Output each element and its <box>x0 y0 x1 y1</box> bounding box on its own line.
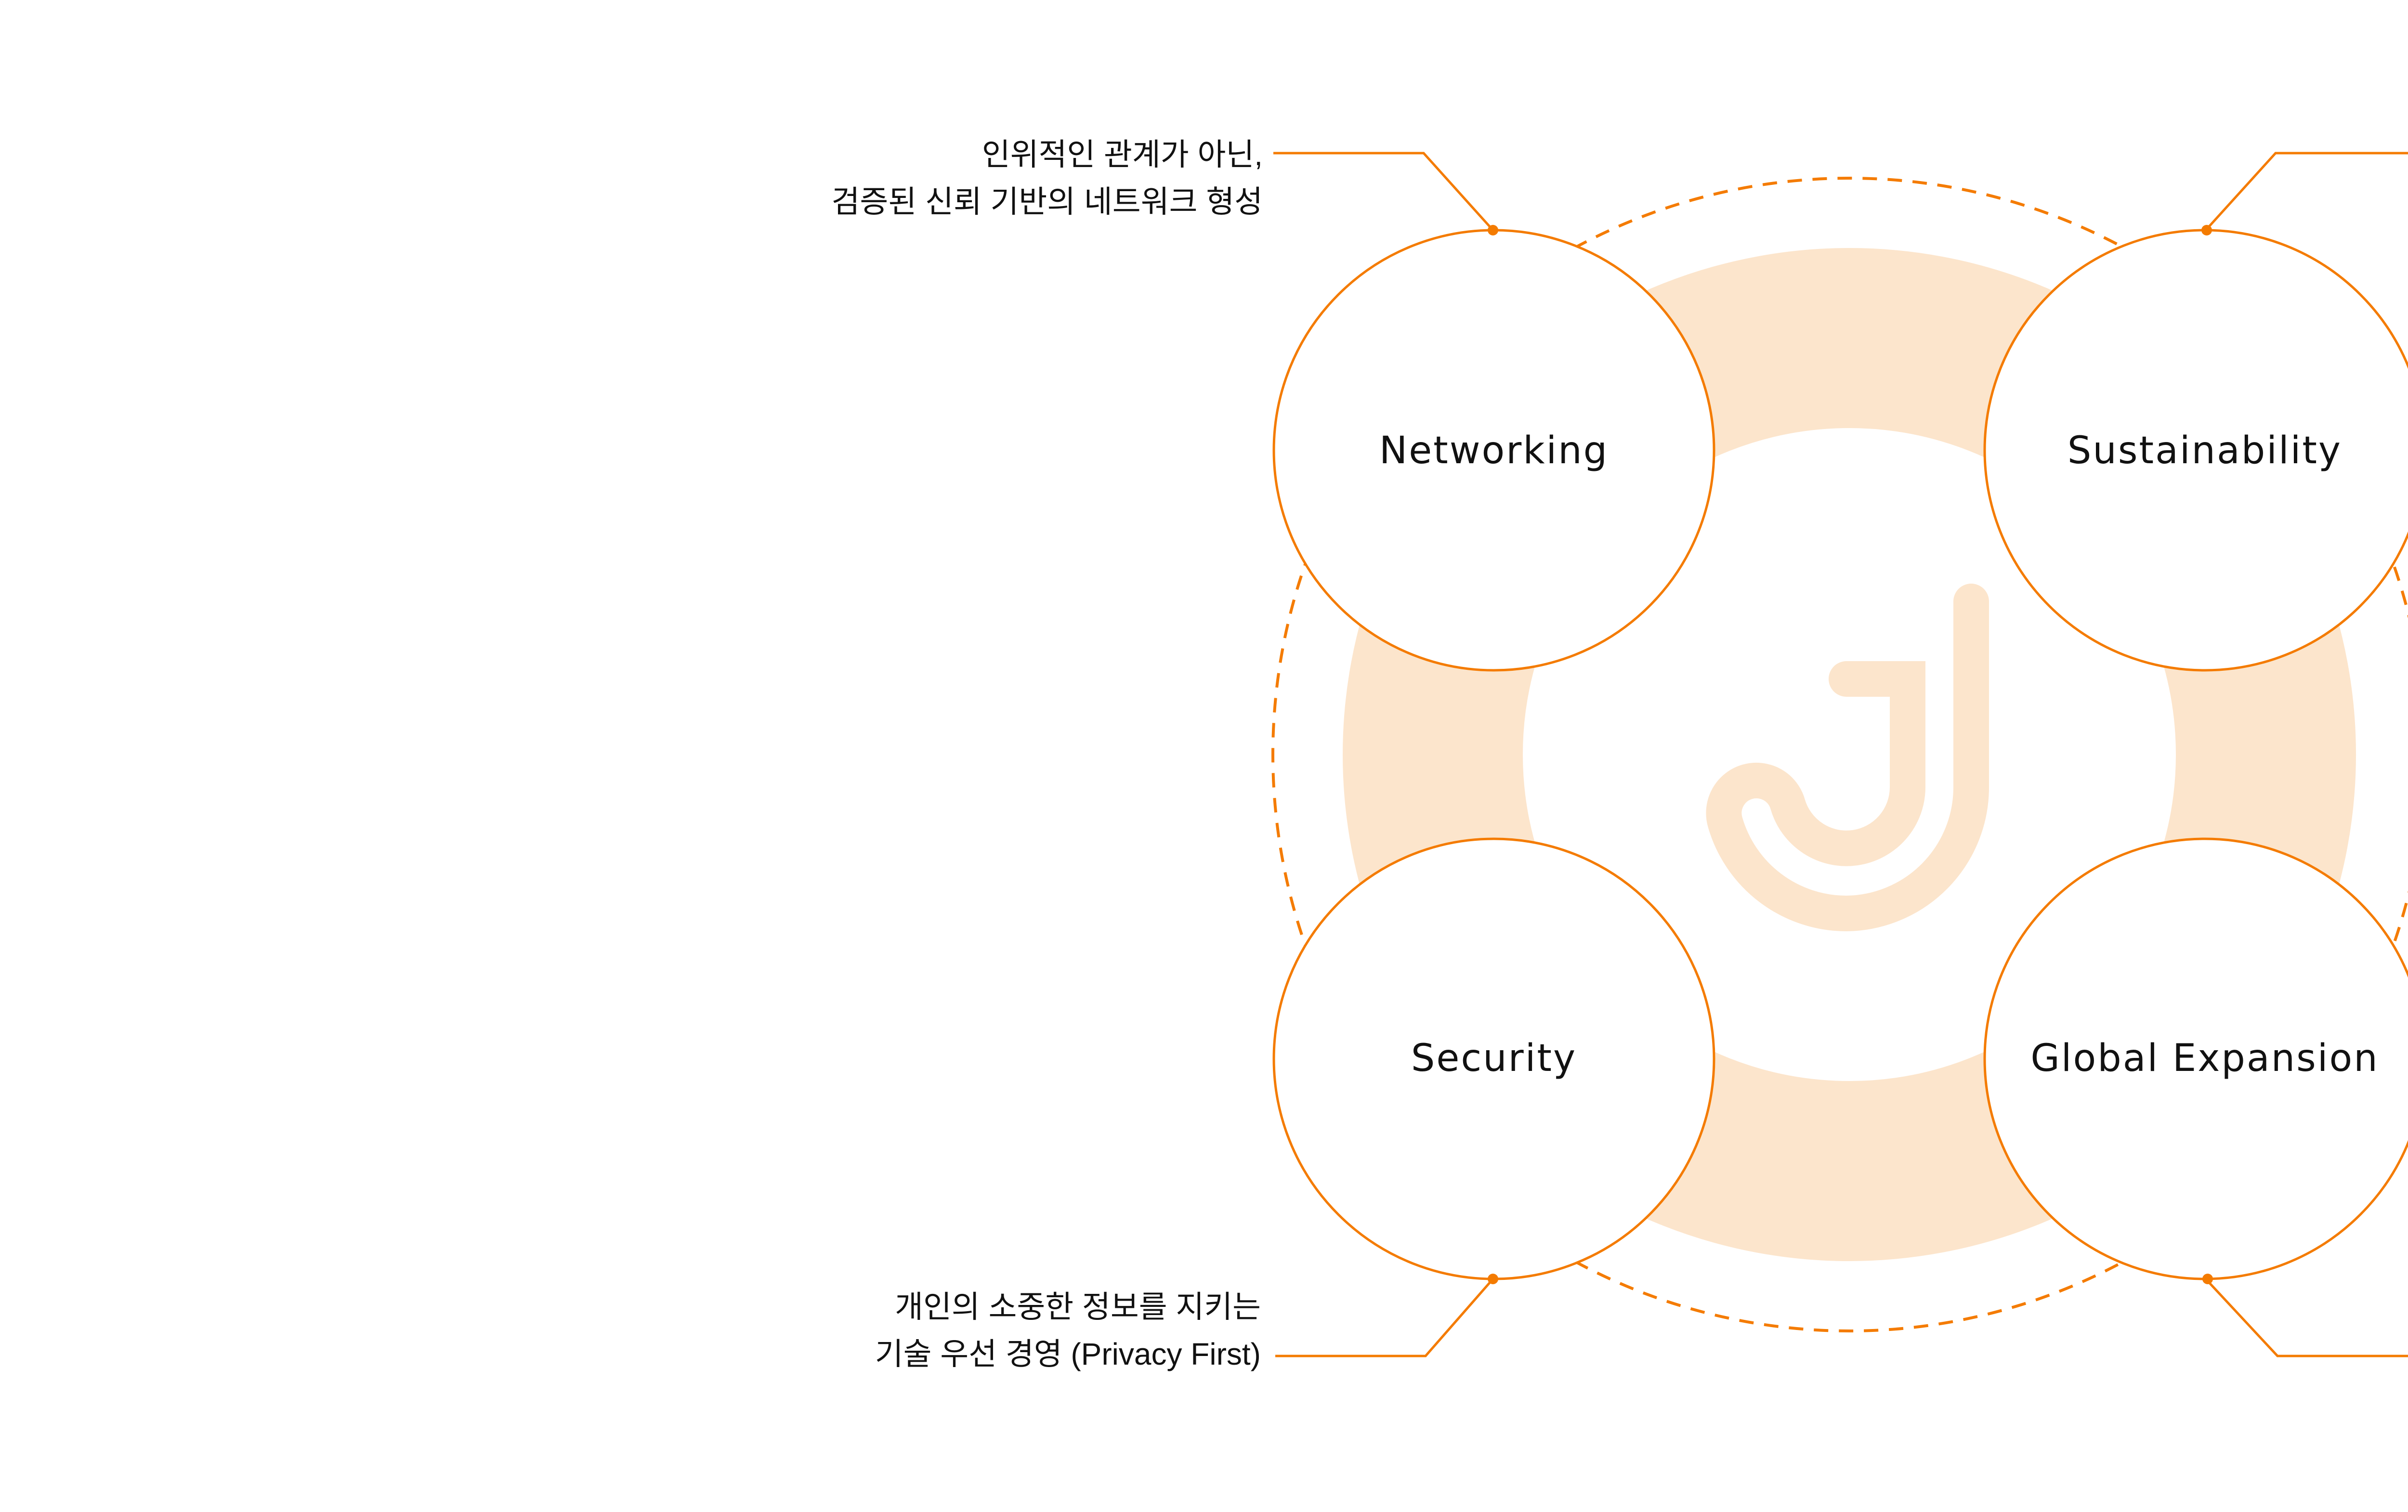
pillar-global-expansion[interactable]: Global Expansion <box>1983 837 2408 1280</box>
pillar-title: Global Expansion <box>2030 1037 2379 1080</box>
leader-networking <box>1273 152 1494 231</box>
description-line: 기술 우선 경영 (Privacy First) <box>875 1337 1261 1371</box>
leader-dot-global-expansion <box>2202 1274 2213 1284</box>
pillar-title: Sustainability <box>2068 429 2342 472</box>
leader-dot-security <box>1488 1274 1498 1284</box>
leader-security <box>1275 1278 1494 1357</box>
leader-lines <box>1273 152 2408 1357</box>
leader-dots <box>1488 225 2213 1284</box>
pillar-sustainability[interactable]: Sustainability <box>1983 229 2408 672</box>
leader-global-expansion <box>2205 1278 2408 1357</box>
j-logo-icon <box>1706 584 1989 932</box>
pillar-title: Security <box>1411 1037 1577 1080</box>
description-networking: 인위적인 관계가 아닌, 검증된 신뢰 기반의 네트워크 형성 <box>832 137 1263 219</box>
description-line: 인위적인 관계가 아닌, <box>982 137 1263 172</box>
dashed-orbit <box>1271 177 2408 1332</box>
description-line: 검증된 신뢰 기반의 네트워크 형성 <box>832 184 1263 219</box>
background-ring <box>1343 248 2356 1261</box>
pillar-security[interactable]: Security <box>1272 837 1715 1280</box>
leader-sustainability <box>2205 152 2408 231</box>
pillar-networking[interactable]: Networking <box>1272 229 1715 672</box>
leader-dot-networking <box>1488 225 1498 235</box>
description-line: 개인의 소중한 정보를 지키는 <box>895 1290 1261 1324</box>
description-security: 개인의 소중한 정보를 지키는 기술 우선 경영 (Privacy First) <box>875 1290 1261 1371</box>
leader-dot-sustainability <box>2201 225 2212 235</box>
pillar-title: Networking <box>1379 429 1609 472</box>
